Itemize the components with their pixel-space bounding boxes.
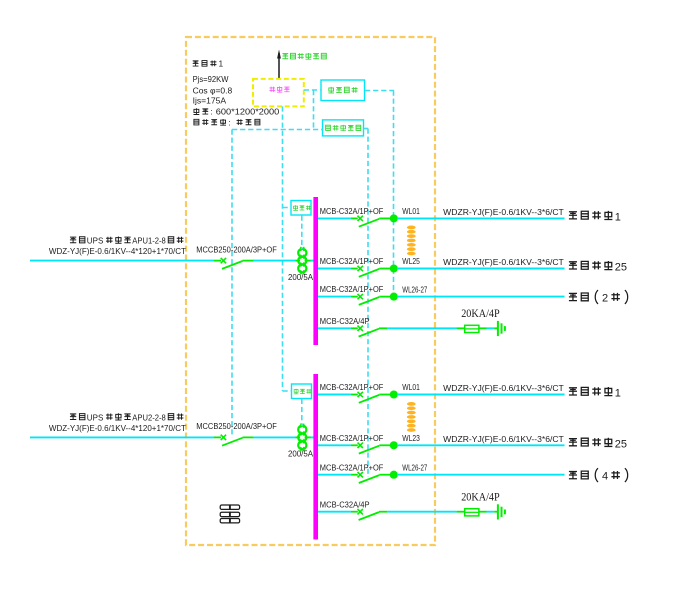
- svg-text:600*1200*2000: 600*1200*2000: [216, 107, 280, 117]
- svg-text:WL01: WL01: [402, 383, 420, 392]
- svg-text:APU1-2-8: APU1-2-8: [132, 236, 166, 246]
- svg-text:Pjs=92KW: Pjs=92KW: [193, 74, 229, 84]
- svg-text:MCB-C32A/4P: MCB-C32A/4P: [320, 317, 370, 326]
- svg-text:20KA/4P: 20KA/4P: [461, 492, 500, 504]
- svg-text:20KA/4P: 20KA/4P: [461, 308, 500, 320]
- svg-text:WDZR-YJ(F)E-0.6/1KV--3*6/CT: WDZR-YJ(F)E-0.6/1KV--3*6/CT: [443, 258, 564, 267]
- svg-text:MCCB250-200A/3P+OF: MCCB250-200A/3P+OF: [196, 422, 276, 431]
- svg-text:WDZ-YJ(F)E-0.6/1KV--4*120+1*70: WDZ-YJ(F)E-0.6/1KV--4*120+1*70/CT: [49, 247, 186, 256]
- svg-text:WL23: WL23: [402, 434, 420, 443]
- svg-text:APU2-2-8: APU2-2-8: [132, 412, 166, 422]
- svg-text:2: 2: [602, 293, 608, 305]
- svg-text:WL25: WL25: [402, 257, 420, 266]
- svg-text:MCB-C32A/1P+OF: MCB-C32A/1P+OF: [320, 463, 384, 472]
- svg-text:WDZ-YJ(F)E-0.6/1KV--4*120+1*70: WDZ-YJ(F)E-0.6/1KV--4*120+1*70/CT: [49, 424, 186, 433]
- svg-text:WL26-27: WL26-27: [402, 463, 427, 472]
- svg-text:200/5A: 200/5A: [288, 272, 313, 282]
- svg-text:MCB-C32A/1P+OF: MCB-C32A/1P+OF: [320, 257, 384, 266]
- svg-text:MCB-C32A/1P+OF: MCB-C32A/1P+OF: [320, 285, 384, 294]
- svg-text:MCCB250-200A/3P+OF: MCCB250-200A/3P+OF: [196, 245, 276, 254]
- svg-text:Cos φ=0.8: Cos φ=0.8: [193, 85, 233, 95]
- svg-text:25: 25: [615, 438, 627, 450]
- svg-text::: :: [228, 117, 230, 127]
- svg-text:1: 1: [615, 388, 621, 400]
- svg-text:1: 1: [615, 212, 621, 224]
- svg-text:1: 1: [219, 59, 224, 69]
- svg-text:UPS: UPS: [87, 236, 104, 246]
- svg-text:25: 25: [615, 262, 627, 274]
- svg-text:MCB-C32A/1P+OF: MCB-C32A/1P+OF: [320, 383, 384, 392]
- svg-text:WL01: WL01: [402, 207, 420, 216]
- svg-text:4: 4: [602, 471, 608, 483]
- svg-text:WDZR-YJ(F)E-0.6/1KV--3*6/CT: WDZR-YJ(F)E-0.6/1KV--3*6/CT: [443, 208, 564, 217]
- svg-text:MCB-C32A/1P+OF: MCB-C32A/1P+OF: [320, 434, 384, 443]
- svg-text::: :: [210, 107, 212, 117]
- svg-text:UPS: UPS: [87, 412, 104, 422]
- svg-text:WL26-27: WL26-27: [402, 285, 427, 294]
- svg-text:200/5A: 200/5A: [288, 448, 313, 458]
- svg-text:WDZR-YJ(F)E-0.6/1KV--3*6/CT: WDZR-YJ(F)E-0.6/1KV--3*6/CT: [443, 384, 564, 393]
- svg-text:MCB-C32A/4P: MCB-C32A/4P: [320, 500, 370, 509]
- svg-text:Ijs=175A: Ijs=175A: [193, 95, 227, 105]
- svg-text:WDZR-YJ(F)E-0.6/1KV--3*6/CT: WDZR-YJ(F)E-0.6/1KV--3*6/CT: [443, 435, 564, 444]
- svg-text:MCB-C32A/1P+OF: MCB-C32A/1P+OF: [320, 207, 384, 216]
